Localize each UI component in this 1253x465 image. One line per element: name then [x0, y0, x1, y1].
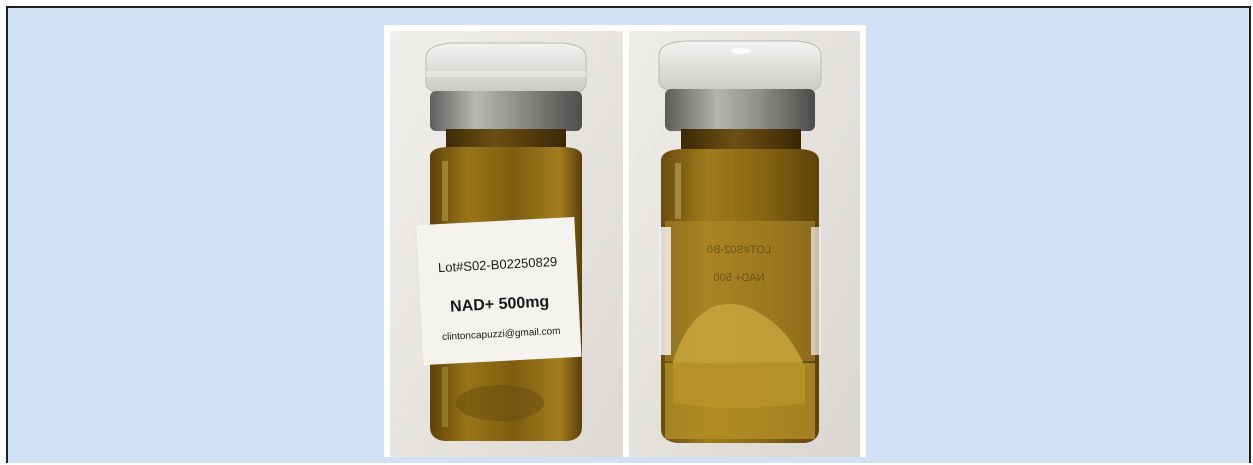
vial-label	[416, 216, 582, 366]
image-frame: Lot#S02-B02250829 NAD+ 500mg clintoncapu…	[6, 6, 1251, 463]
vial-photo-back: LOT#S02-B0 NAD+ 500	[629, 31, 860, 457]
label-edge-right	[811, 227, 821, 355]
vial-photo-front: Lot#S02-B02250829 NAD+ 500mg clintoncapu…	[390, 31, 623, 457]
vial-back-illustration: LOT#S02-B0 NAD+ 500	[629, 31, 860, 457]
vial-crimp-seal	[665, 89, 815, 131]
vial-cap	[425, 42, 587, 96]
vial-front-illustration: Lot#S02-B02250829 NAD+ 500mg clintoncapu…	[390, 31, 623, 457]
vial-crimp-seal	[430, 91, 582, 131]
label-edge-left	[659, 227, 671, 355]
label-lot-number: Lot#S02-B02250829	[438, 254, 558, 275]
label-product-name: NAD+ 500mg	[450, 293, 550, 315]
vial-photo-composite: Lot#S02-B02250829 NAD+ 500mg clintoncapu…	[384, 25, 866, 457]
label-show-through-lot: LOT#S02-B0	[707, 244, 771, 256]
vial-powder	[456, 385, 544, 421]
label-show-through-product: NAD+ 500	[713, 272, 764, 284]
vial-neck	[446, 129, 566, 151]
